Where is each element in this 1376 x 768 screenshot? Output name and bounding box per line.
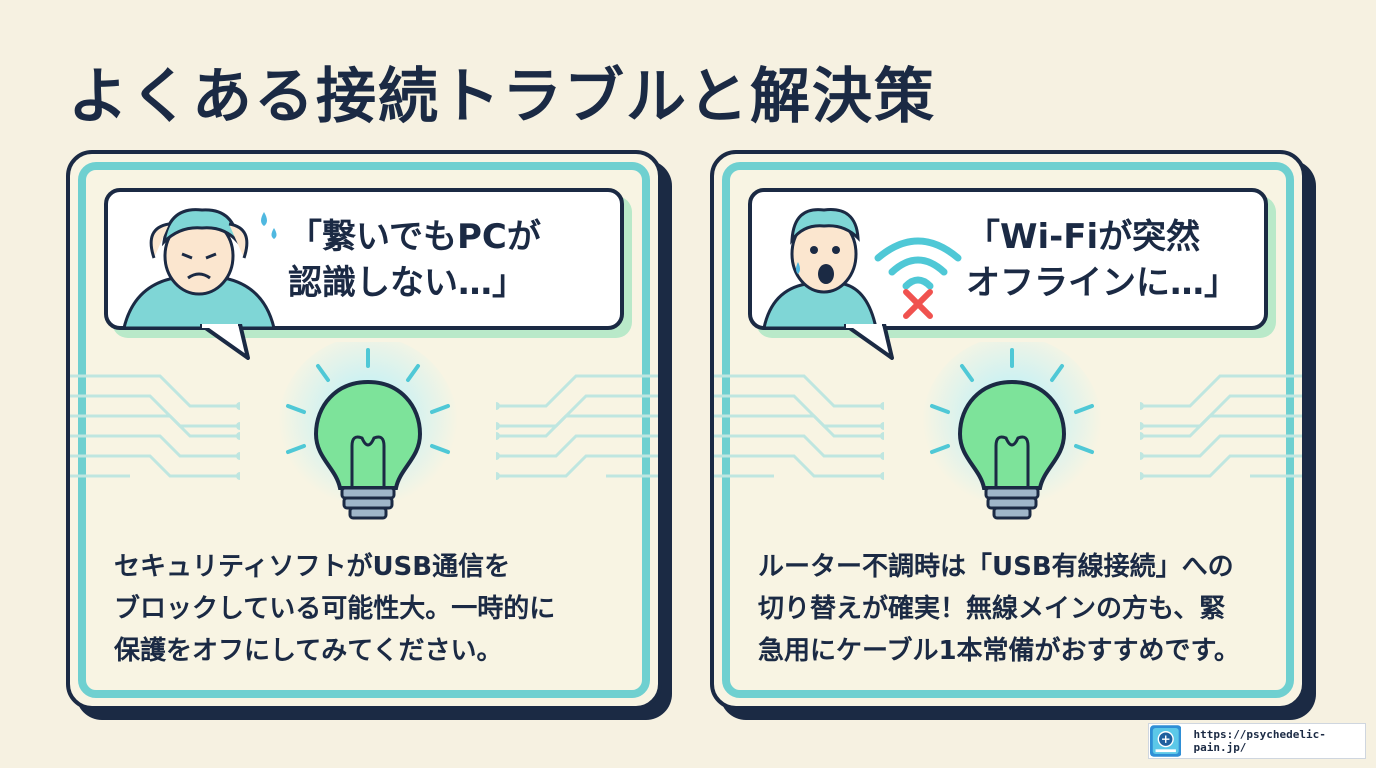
speech-bubble-tail (200, 324, 250, 360)
trouble-card-usb: 「繋いでもPCが 認識しない…」 セ (66, 150, 672, 720)
shocked-person-icon (762, 208, 962, 328)
wifi-disconnected-icon (874, 237, 962, 319)
circuit-lines-right-icon (1140, 374, 1302, 480)
trouble-quote: 「Wi-Fiが突然 オフラインに…」 (966, 217, 1238, 303)
speech-bubble: 「繋いでもPCが 認識しない…」 (104, 188, 624, 330)
trouble-card-wifi: 「Wi-Fiが突然 オフラインに…」 (710, 150, 1316, 720)
speech-bubble: 「Wi-Fiが突然 オフラインに…」 (748, 188, 1268, 330)
trouble-quote: 「繋いでもPCが 認識しない…」 (288, 217, 541, 303)
site-url-link[interactable]: https://psychedelic-pain.jp/ (1193, 728, 1326, 754)
page-title: よくある接続トラブルと解決策 (68, 62, 936, 132)
site-footer-badge[interactable]: https://psychedelic-pain.jp/ (1148, 723, 1366, 759)
circuit-lines-left-icon (714, 374, 884, 480)
solution-text: ルーター不調時は「USB有線接続」への 切り替えが確実！無線メインの方も、緊 急… (758, 552, 1240, 666)
device-hack-logo-icon (1150, 725, 1182, 757)
card-body: 「繋いでもPCが 認識しない…」 セ (66, 150, 662, 710)
worried-person-icon (122, 208, 277, 328)
circuit-lines-right-icon (496, 374, 658, 480)
card-frame (722, 162, 1294, 698)
lightbulb-icon (278, 342, 458, 520)
card-frame (78, 162, 650, 698)
solution-text: セキュリティソフトがUSB通信を ブロックしている可能性大。一時的に 保護をオフ… (114, 552, 556, 666)
card-body: 「Wi-Fiが突然 オフラインに…」 (710, 150, 1306, 710)
speech-bubble-tail (844, 324, 894, 360)
lightbulb-icon (922, 342, 1102, 520)
circuit-lines-left-icon (70, 374, 240, 480)
